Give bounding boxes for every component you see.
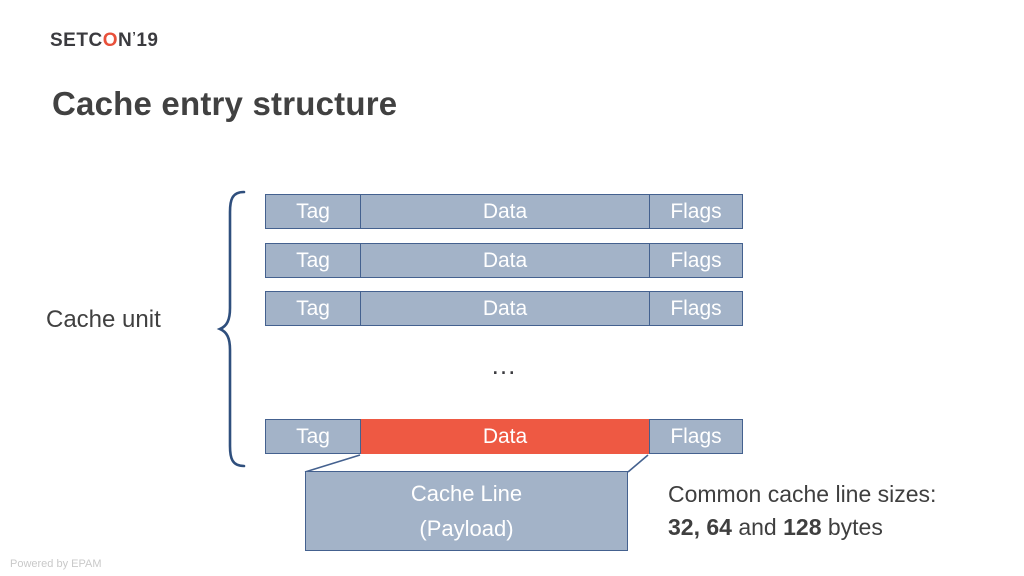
cell-flags: Flags — [649, 194, 743, 229]
table-row: Tag Data Flags — [265, 291, 743, 326]
cell-tag: Tag — [265, 243, 361, 278]
payload-subtitle: (Payload) — [419, 516, 514, 541]
cell-flags: Flags — [649, 419, 743, 454]
note-sizes-a: 32, 64 — [668, 513, 732, 540]
cell-flags: Flags — [649, 291, 743, 326]
note-values: 32, 64 and 128 bytes — [668, 511, 936, 544]
logo-year: 19 — [136, 30, 159, 51]
cell-data: Data — [361, 194, 649, 229]
cell-flags: Flags — [649, 243, 743, 278]
footer-credit: Powered by EPAM — [10, 558, 102, 570]
table-row-highlighted: Tag Data Flags — [265, 419, 743, 454]
cell-data: Data — [361, 291, 649, 326]
logo-text-part2: N — [117, 30, 133, 51]
cell-data: Data — [361, 243, 649, 278]
cell-tag: Tag — [265, 194, 361, 229]
note-conjunction: and — [731, 513, 784, 540]
note-heading: Common cache line sizes: — [668, 481, 937, 507]
cache-unit-label: Cache unit — [46, 306, 161, 333]
note-sizes-b: 128 — [783, 513, 822, 540]
cache-line-sizes-note: Common cache line sizes: 32, 64 and 128 … — [668, 478, 936, 543]
rows-ellipsis: … — [490, 350, 520, 380]
table-row: Tag Data Flags — [265, 194, 743, 229]
note-unit: bytes — [821, 513, 883, 540]
setcon-logo: SETCON’19 — [50, 29, 159, 51]
cache-unit-brace — [214, 184, 254, 479]
cell-data-highlighted: Data — [361, 419, 649, 454]
cache-line-payload-box: Cache Line (Payload) — [305, 471, 628, 551]
payload-title: Cache Line — [410, 480, 523, 506]
cell-tag: Tag — [265, 291, 361, 326]
page-title: Cache entry structure — [52, 85, 398, 122]
cell-tag: Tag — [265, 419, 361, 454]
logo-accent-letter: O — [102, 30, 118, 51]
table-row: Tag Data Flags — [265, 243, 743, 278]
logo-apostrophe: ’ — [132, 29, 137, 44]
callout-connectors — [290, 448, 660, 483]
logo-text-part1: SETC — [50, 30, 103, 51]
